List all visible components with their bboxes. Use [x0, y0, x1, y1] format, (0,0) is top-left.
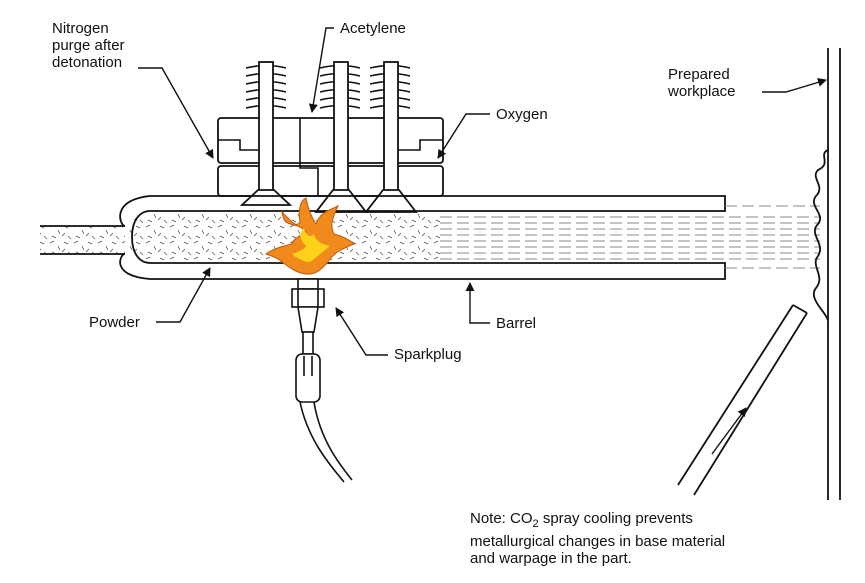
label-sparkplug: Sparkplug — [394, 346, 462, 363]
sparkplug — [291, 278, 353, 483]
label-barrel: Barrel — [496, 315, 537, 332]
co2-nozzle — [677, 304, 808, 496]
leader-lines — [138, 27, 827, 356]
note-text: Note: CO2 spray cooling prevents metallu… — [470, 510, 725, 567]
label-acetylene: Acetylene — [340, 20, 406, 37]
barrel — [40, 195, 726, 280]
workpiece — [813, 48, 841, 500]
valve-block — [217, 117, 444, 197]
gas-passages — [218, 118, 443, 196]
label-powder: Powder — [89, 314, 140, 331]
note-line-1-suffix: spray cooling prevents — [538, 510, 693, 527]
note-line-1-subscript: 2 — [532, 518, 539, 530]
spray-stream — [440, 205, 820, 269]
flame-icon — [264, 197, 355, 275]
label-nitrogen-purge: Nitrogen purge after detonation — [52, 20, 125, 71]
note-line-1-prefix: Note: CO — [470, 510, 533, 527]
label-prepared-workplace: Prepared workplace — [668, 66, 736, 100]
note-line-2: metallurgical changes in base material — [470, 533, 726, 550]
valves — [239, 61, 418, 213]
note-line-1: Note: CO2 spray cooling prevents — [470, 510, 725, 533]
note-line-3: and warpage in the part. — [470, 550, 632, 567]
label-oxygen: Oxygen — [496, 106, 548, 123]
